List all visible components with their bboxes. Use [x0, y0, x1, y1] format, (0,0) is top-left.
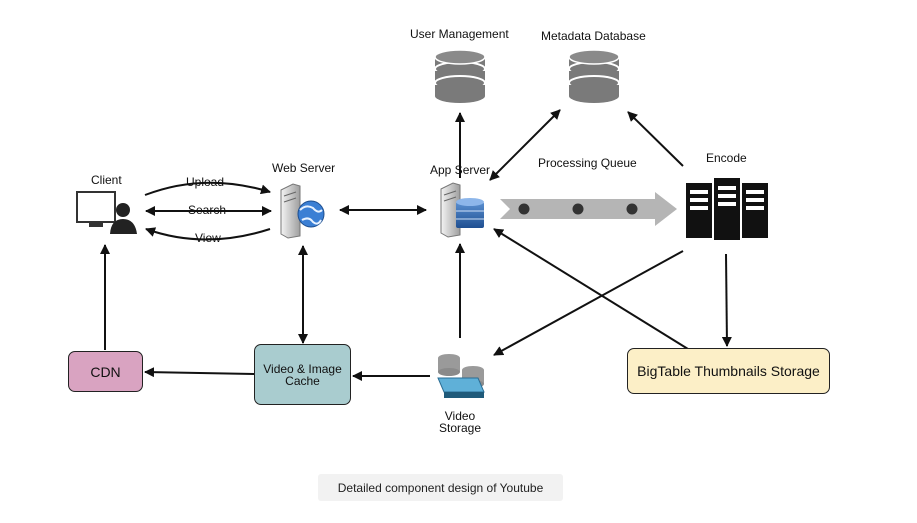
bigtable-label: BigTable Thumbnails Storage: [637, 363, 820, 379]
encode-servers-icon: [686, 178, 768, 240]
bigtable-box: BigTable Thumbnails Storage: [627, 348, 830, 394]
cdn-box: CDN: [68, 351, 143, 392]
cache-box: Video & Image Cache: [254, 344, 351, 405]
app-server-icon: [440, 182, 484, 238]
cache-cdn-arrow: [144, 367, 255, 378]
processing-queue-label: Processing Queue: [538, 156, 637, 170]
encode-bigtable-arrow: [721, 253, 732, 347]
bigtable-app-arrow: [493, 228, 689, 350]
upload-arrow: [144, 181, 271, 196]
view-arrow: [145, 227, 271, 241]
web-server-label: Web Server: [272, 161, 336, 175]
upload-label: Upload: [186, 175, 225, 189]
user-management-db-icon: [434, 49, 486, 103]
encode-label: Encode: [706, 151, 747, 165]
connectors: [100, 109, 732, 381]
view-label: View: [195, 231, 221, 245]
web-server-icon: [280, 183, 325, 239]
video-storage-label-line1: Video: [444, 409, 476, 423]
cdn-label: CDN: [90, 363, 121, 380]
diagram-caption: Detailed component design of Youtube: [318, 474, 563, 501]
video-storage-icon: [437, 354, 485, 398]
video-storage-label: Video Storage: [434, 410, 486, 434]
video-storage-label-line2: Storage: [438, 421, 482, 435]
user-management-label: User Management: [410, 27, 509, 41]
app-metadata-arrow: [489, 109, 561, 181]
cache-label-line2: Cache: [285, 373, 320, 388]
encode-metadata-arrow: [627, 111, 684, 167]
encode-storage-arrow: [493, 250, 684, 356]
app-server-label: App Server: [430, 163, 491, 177]
metadata-database-label: Metadata Database: [541, 29, 646, 43]
processing-queue-arrow-icon: [500, 192, 677, 226]
cache-label-line1: Video & Image: [263, 361, 342, 376]
search-label: Search: [188, 203, 227, 217]
client-label: Client: [91, 173, 122, 187]
metadata-db-icon: [568, 49, 620, 103]
client-icon: [76, 191, 137, 234]
